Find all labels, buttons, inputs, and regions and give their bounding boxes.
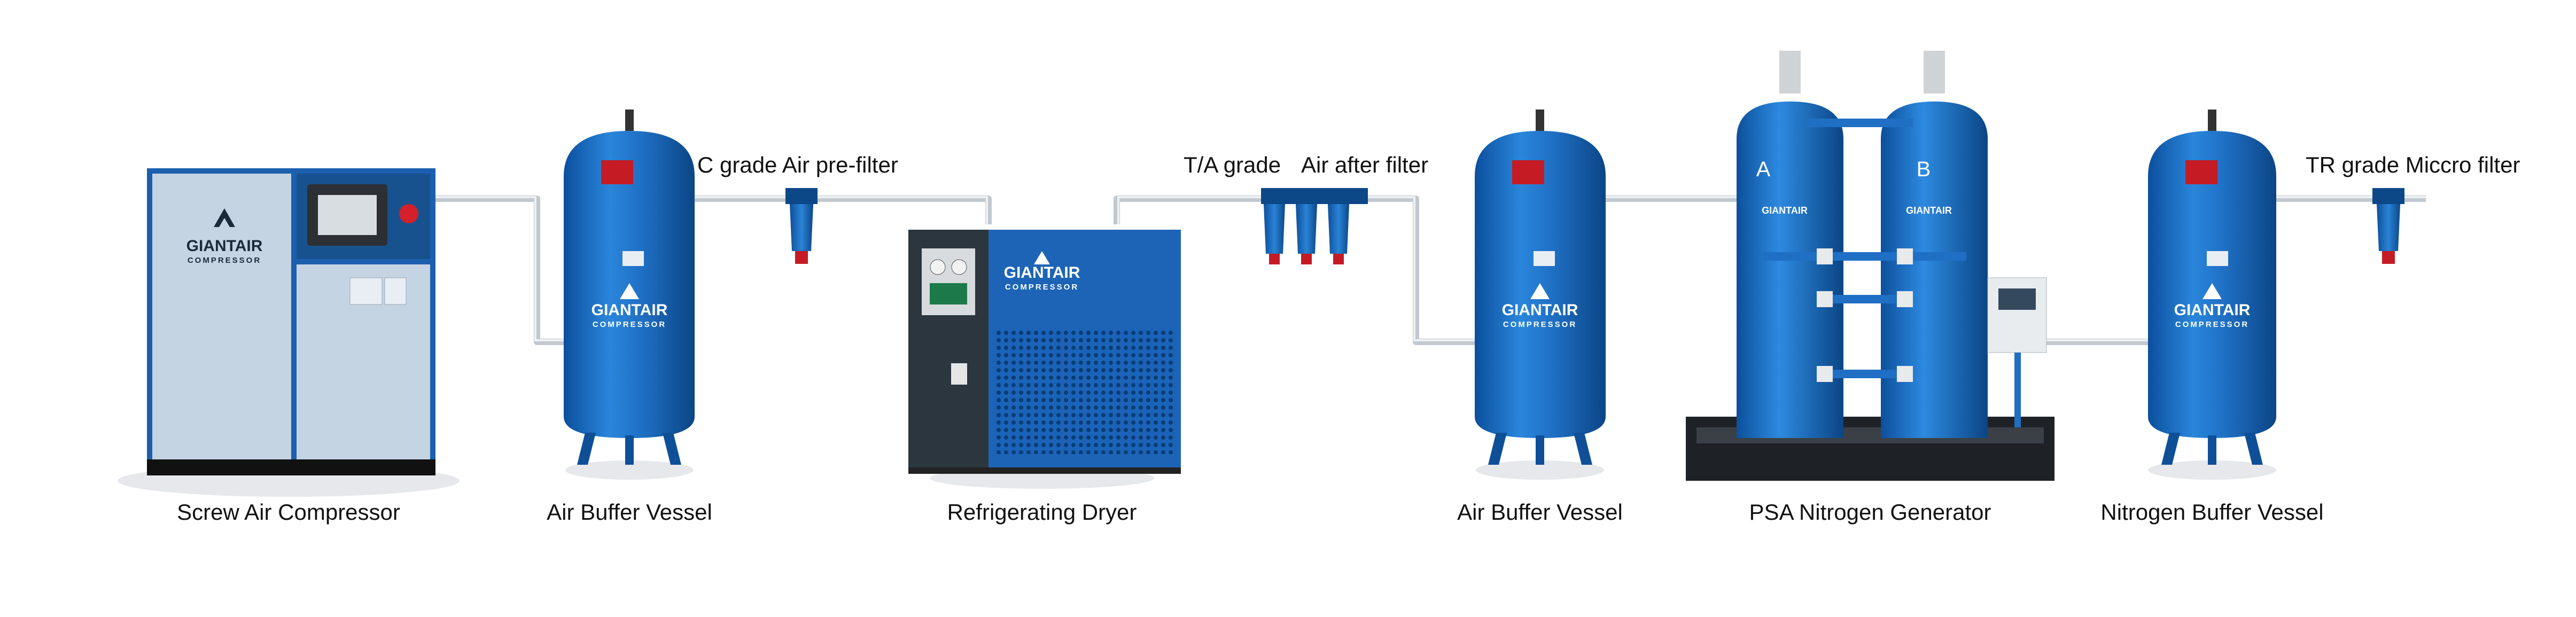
label-psa-nitrogen-generator: PSA Nitrogen Generator (1749, 499, 1991, 525)
c-grade-pre-filter (785, 188, 818, 264)
label-air-buffer-vessel-1: Air Buffer Vessel (547, 499, 712, 525)
psa-nitrogen-generator (1686, 51, 2054, 481)
label-refrigerating-dryer: Refrigerating Dryer (947, 499, 1137, 525)
refrigerating-dryer (908, 230, 1181, 489)
tower-a-mark: A (1756, 158, 1771, 181)
label-ta-grade: T/A grade (1184, 152, 1281, 177)
brand-name-vessel-1: GIANTAIR (592, 301, 668, 319)
brand-name-vessel-2: GIANTAIR (1502, 301, 1578, 319)
brand-tagline-compressor: COMPRESSOR (188, 256, 261, 265)
brand-name-tower-b: GIANTAIR (1906, 205, 1952, 216)
brand-name-compressor: GIANTAIR (186, 237, 263, 255)
air-buffer-vessel-1 (564, 110, 695, 480)
label-tr-grade-micro-filter: TR grade Miccro filter (2306, 152, 2520, 177)
label-screw-air-compressor: Screw Air Compressor (177, 499, 400, 525)
screw-air-compressor (118, 168, 460, 497)
tr-grade-micro-filter (2372, 188, 2404, 264)
label-air-buffer-vessel-2: Air Buffer Vessel (1457, 499, 1623, 525)
nitrogen-buffer-vessel (2148, 110, 2276, 480)
pipework (433, 196, 2426, 345)
brand-name-nitrogen-vessel: GIANTAIR (2174, 301, 2251, 319)
label-air-after-filter: Air after filter (1301, 152, 1429, 177)
brand-tagline-vessel-1: COMPRESSOR (593, 320, 666, 329)
ta-and-after-filters (1261, 188, 1368, 264)
air-buffer-vessel-2 (1475, 110, 1606, 480)
tower-b-mark: B (1917, 158, 1931, 181)
brand-tagline-nitrogen-vessel: COMPRESSOR (2175, 320, 2249, 329)
label-c-grade-pre-filter: C grade Air pre-filter (697, 152, 898, 177)
brand-name-tower-a: GIANTAIR (1762, 205, 1808, 216)
brand-name-dryer: GIANTAIR (1004, 264, 1080, 282)
brand-tagline-vessel-2: COMPRESSOR (1503, 320, 1577, 329)
brand-tagline-dryer: COMPRESSOR (1005, 283, 1079, 292)
label-nitrogen-buffer-vessel: Nitrogen Buffer Vessel (2100, 499, 2324, 525)
